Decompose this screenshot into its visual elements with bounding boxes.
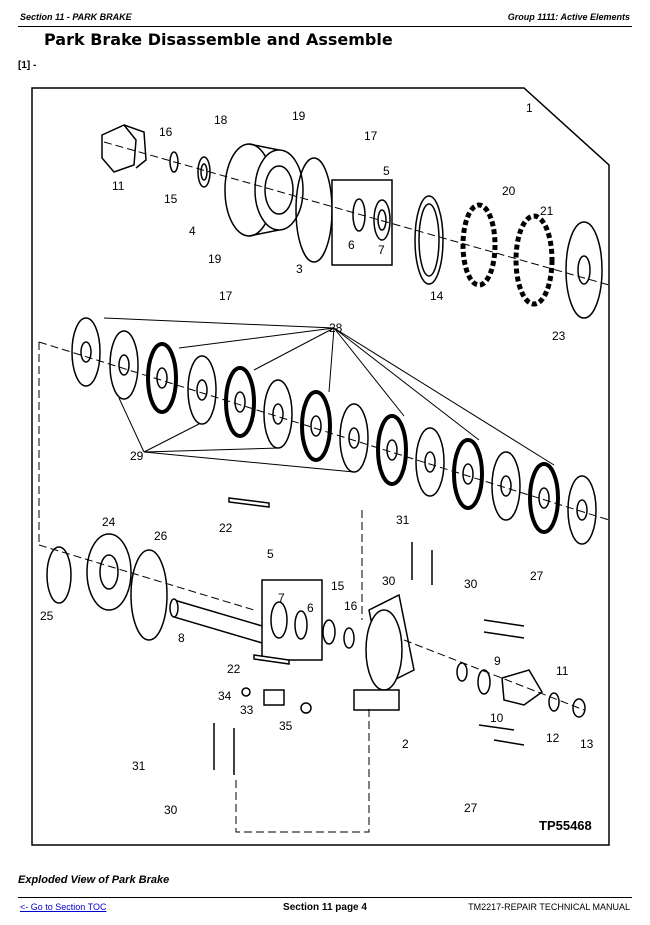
callout-numbers: 1 2 3 4 5 5 6 6 7 7 8 9 10 11 11 12 13 1… [40,101,594,833]
figure-caption: Exploded View of Park Brake [18,874,170,886]
footer-divider [18,897,632,898]
svg-text:1: 1 [526,101,533,115]
svg-text:27: 27 [530,569,544,583]
svg-text:3: 3 [296,262,303,276]
svg-text:13: 13 [580,737,594,751]
svg-text:30: 30 [164,803,178,817]
svg-text:17: 17 [219,289,233,303]
svg-text:6: 6 [307,601,314,615]
svg-text:22: 22 [219,521,233,535]
svg-text:7: 7 [278,591,285,605]
svg-text:4: 4 [189,224,196,238]
figure-id: TP55468 [539,818,592,833]
svg-text:15: 15 [164,192,178,206]
svg-text:16: 16 [344,599,358,613]
section-header: Section 11 - PARK BRAKE [20,12,132,22]
svg-text:20: 20 [502,184,516,198]
svg-text:5: 5 [267,547,274,561]
svg-text:18: 18 [214,113,228,127]
svg-text:30: 30 [464,577,478,591]
svg-text:22: 22 [227,662,241,676]
svg-text:9: 9 [494,654,501,668]
svg-text:10: 10 [490,711,504,725]
svg-text:25: 25 [40,609,54,623]
svg-text:11: 11 [556,664,569,678]
svg-text:5: 5 [383,164,390,178]
svg-text:16: 16 [159,125,173,139]
svg-text:35: 35 [279,719,293,733]
svg-text:6: 6 [348,238,355,252]
svg-text:29: 29 [130,449,144,463]
svg-text:28: 28 [329,321,343,335]
svg-text:26: 26 [154,529,168,543]
svg-text:21: 21 [540,204,554,218]
svg-text:14: 14 [430,289,444,303]
svg-text:24: 24 [102,515,116,529]
svg-text:12: 12 [546,731,560,745]
svg-text:8: 8 [178,631,185,645]
lower-assembly [46,497,586,775]
svg-text:33: 33 [240,703,254,717]
svg-text:30: 30 [382,574,396,588]
svg-text:34: 34 [218,689,232,703]
exploded-view-diagram: 1 2 3 4 5 5 6 6 7 7 8 9 10 11 11 12 13 1… [31,87,610,846]
manual-name: TM2217-REPAIR TECHNICAL MANUAL [468,902,630,912]
svg-text:2: 2 [402,737,409,751]
svg-text:23: 23 [552,329,566,343]
svg-text:31: 31 [132,759,146,773]
figure-reference: [1] - [18,60,37,71]
svg-text:19: 19 [292,109,306,123]
header-divider [18,26,632,27]
svg-text:19: 19 [208,252,222,266]
group-header: Group 1111: Active Elements [507,12,630,22]
svg-text:31: 31 [396,513,410,527]
svg-text:15: 15 [331,579,345,593]
disc-stack [71,317,597,545]
page-title: Park Brake Disassemble and Assemble [44,30,393,49]
page-number: Section 11 page 4 [283,902,367,913]
svg-text:11: 11 [112,179,125,193]
svg-text:17: 17 [364,129,378,143]
svg-text:7: 7 [378,243,385,257]
top-assembly-row [101,124,603,319]
svg-text:27: 27 [464,801,478,815]
toc-link[interactable]: <- Go to Section TOC [20,902,107,912]
